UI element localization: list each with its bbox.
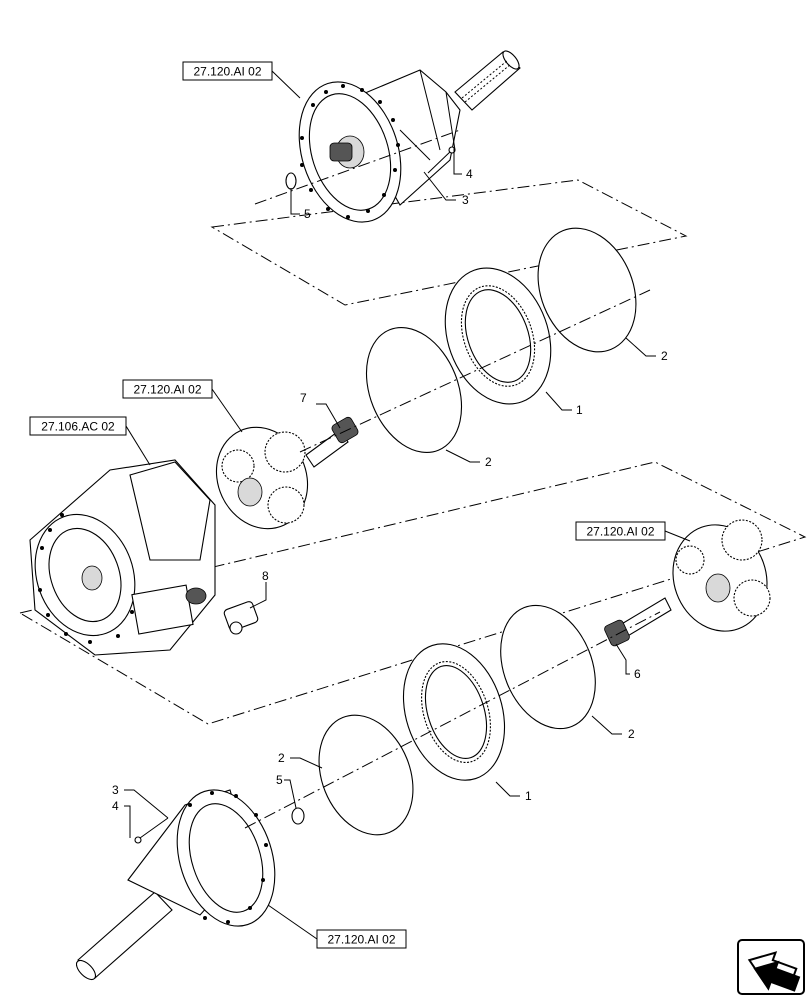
upper-axis-line	[299, 289, 651, 453]
callout-2c: 2	[628, 727, 635, 741]
lower-ring-gear	[402, 643, 506, 781]
lower-sun-shaft	[604, 597, 672, 647]
callout-5b: 5	[276, 773, 283, 787]
callout-7: 7	[300, 391, 307, 405]
upper-ring-gear	[444, 267, 552, 405]
middle-assembly-boundary	[18, 461, 807, 725]
lower-o-ring-right	[500, 604, 596, 730]
upper-assembly-boundary	[210, 179, 688, 306]
lower-o-ring-left	[318, 714, 414, 836]
upper-planet-carrier	[215, 426, 309, 530]
ref-box-top[interactable]: 27.120.AI 02	[182, 61, 273, 81]
lower-axis-line	[244, 611, 661, 829]
sun-shaft	[305, 416, 359, 468]
upper-o-ring-right	[537, 227, 637, 353]
flange-bolt-holes	[300, 84, 400, 219]
ref-box-differential[interactable]: 27.106.AC 02	[29, 416, 127, 436]
differential-housing	[29, 459, 216, 656]
ref-box-upper-carrier[interactable]: 27.120.AI 02	[122, 379, 213, 399]
lower-planet-carrier	[672, 519, 771, 632]
top-snap-ring	[285, 172, 297, 190]
callout-2b: 2	[485, 455, 492, 469]
callout-top-3: 3	[462, 193, 469, 207]
svg-text:27.120.AI 02: 27.120.AI 02	[193, 65, 261, 79]
callout-3b: 3	[112, 783, 119, 797]
ref-box-lower-carrier[interactable]: 27.120.AI 02	[575, 521, 666, 541]
svg-text:27.120.AI 02: 27.120.AI 02	[586, 525, 654, 539]
callout-1b: 1	[525, 789, 532, 803]
ref-box-lower-housing[interactable]: 27.120.AI 02	[316, 929, 407, 949]
callout-4b: 4	[112, 799, 119, 813]
lower-snap-ring	[291, 807, 305, 825]
top-axle-housing	[298, 50, 521, 223]
svg-text:27.106.AC 02: 27.106.AC 02	[41, 420, 115, 434]
upper-o-ring-left	[365, 326, 463, 454]
callout-8: 8	[262, 569, 269, 583]
lower-bolt	[134, 817, 169, 844]
output-yoke	[223, 601, 259, 635]
lower-axle-housing	[75, 789, 276, 981]
callout-top-4: 4	[466, 167, 473, 181]
callout-1a: 1	[576, 403, 583, 417]
next-page-arrow-icon[interactable]	[737, 939, 805, 999]
top-axis-line	[254, 129, 461, 205]
callout-6: 6	[634, 667, 641, 681]
svg-text:27.120.AI 02: 27.120.AI 02	[133, 383, 201, 397]
callout-2d: 2	[278, 751, 285, 765]
callout-top-5: 5	[304, 207, 311, 221]
svg-text:27.120.AI 02: 27.120.AI 02	[327, 933, 395, 947]
callout-2a: 2	[661, 349, 668, 363]
